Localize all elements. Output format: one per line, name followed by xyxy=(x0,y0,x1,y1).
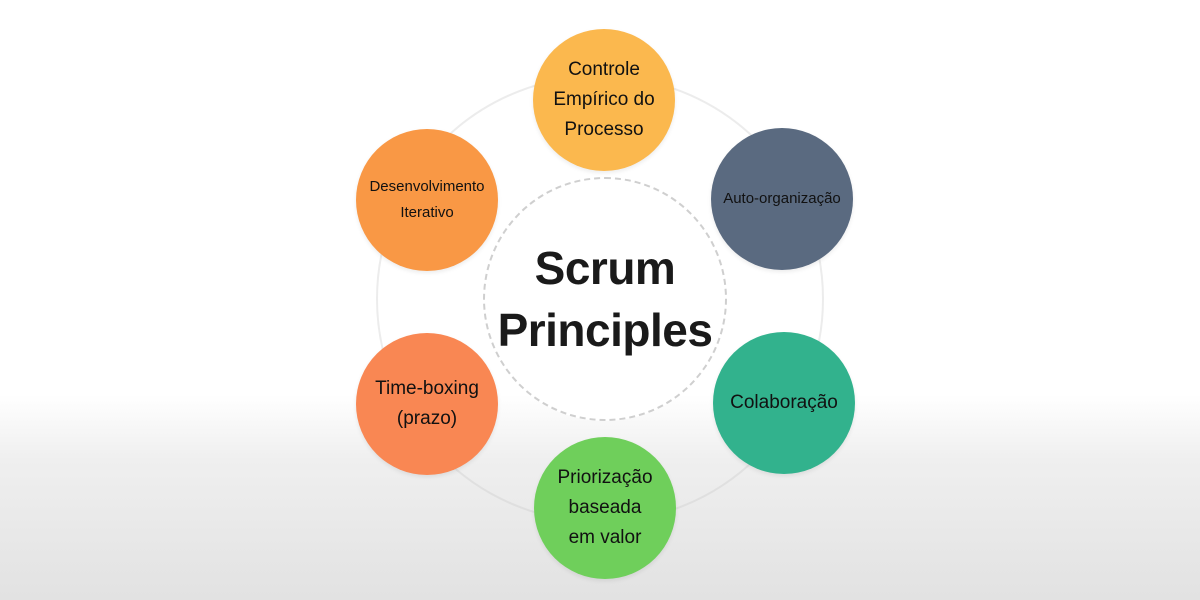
principle-time-boxing: Time-boxing (prazo) xyxy=(356,333,498,475)
principle-collaboration: Colaboração xyxy=(713,332,855,474)
principle-self-organization: Auto-organização xyxy=(711,128,853,270)
title-line-2: Principles xyxy=(497,304,713,356)
principle-value-based-prioritization: Priorização baseada em valor xyxy=(534,437,676,579)
principle-empirical-process-control: Controle Empírico do Processo xyxy=(533,29,675,171)
central-circle: Scrum Principles xyxy=(483,177,727,421)
principle-iterative-development: Desenvolvimento Iterativo xyxy=(356,129,498,271)
diagram-title: Scrum Principles xyxy=(498,237,713,361)
title-line-1: Scrum xyxy=(534,242,676,294)
